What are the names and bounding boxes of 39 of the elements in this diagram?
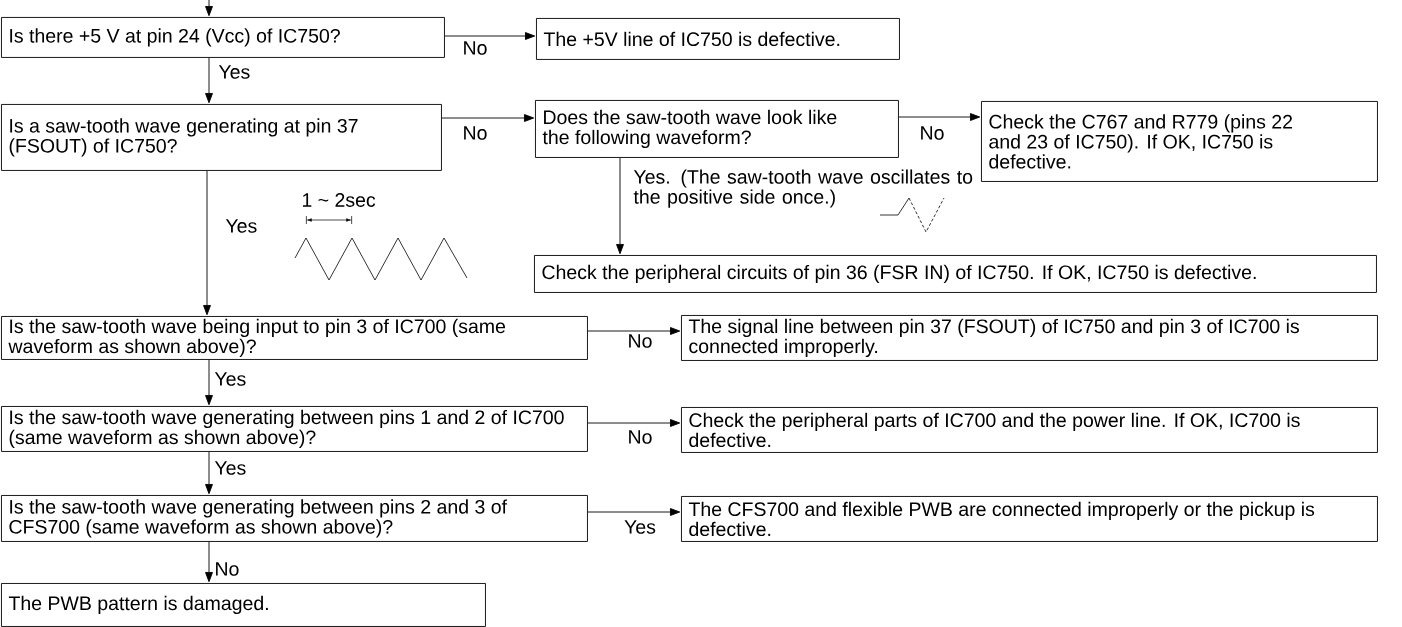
arrow [205,359,213,406]
edge-label: Yes [213,371,248,387]
decision-box: Is the saw-tooth wave generating between pins 2 and 3 of CFS700 (same waveform as shown above)? [1,495,588,542]
arrow [205,541,213,583]
edge-label: No [626,429,654,445]
edge-label: Yes. (The saw-tooth wave oscillates to the positive side once.) [632,168,980,209]
edge-label: No [213,561,241,577]
edge-label: No [918,125,946,141]
edge-label: Yes [224,218,259,234]
arrow [616,157,624,255]
result-box: The signal line between pin 37 (FSOUT) of IC750 and pin 3 of IC700 is connected improperly. [681,315,1378,361]
edge-label: No [461,125,489,141]
decision-box: Is a saw-tooth wave generating at pin 37 (FSOUT) of IC750? [1,104,442,171]
edge-label: Yes [217,64,252,80]
edge-label: Yes [623,519,657,535]
arrow [587,419,681,427]
arrow [205,0,213,17]
edge-label: Yes [213,460,248,476]
result-box: The PWB pattern is damaged. [1,583,486,627]
arrow [587,508,681,516]
arrow [203,170,211,316]
arrow [587,327,681,335]
result-box: Check the peripheral parts of IC700 and the power line. If OK, IC700 is defective. [681,407,1378,453]
arrow [205,57,213,104]
arrow [205,451,213,495]
dimension-label: 1 ~ 2sec [302,193,376,207]
decision-box: Is there +5 V at pin 24 (Vcc) of IC750? [1,17,445,58]
decision-box: Is the saw-tooth wave being input to pin 3 of IC700 (same waveform as shown above)? [1,316,588,360]
edge-label: No [461,40,489,56]
result-box: The +5V line of IC750 is defective. [536,18,900,60]
edge-label: No [626,333,654,349]
decision-box: Does the saw-tooth wave look like the following waveform? [535,100,899,158]
result-box: The CFS700 and flexible PWB are connected improperly or the pickup is defective. [681,496,1378,542]
arrow [441,114,535,122]
arrow [898,113,981,121]
result-box: Check the C767 and R779 (pins 22 and 23 of IC750). If OK, IC750 is defective. [981,101,1378,182]
arrow [444,32,536,40]
result-box: Check the peripheral circuits of pin 36 (FSR IN) of IC750. If OK, IC750 is defective. [534,255,1377,293]
decision-box: Is the saw-tooth wave generating between pins 1 and 2 of IC700 (same waveform as shown above)? [1,406,588,452]
